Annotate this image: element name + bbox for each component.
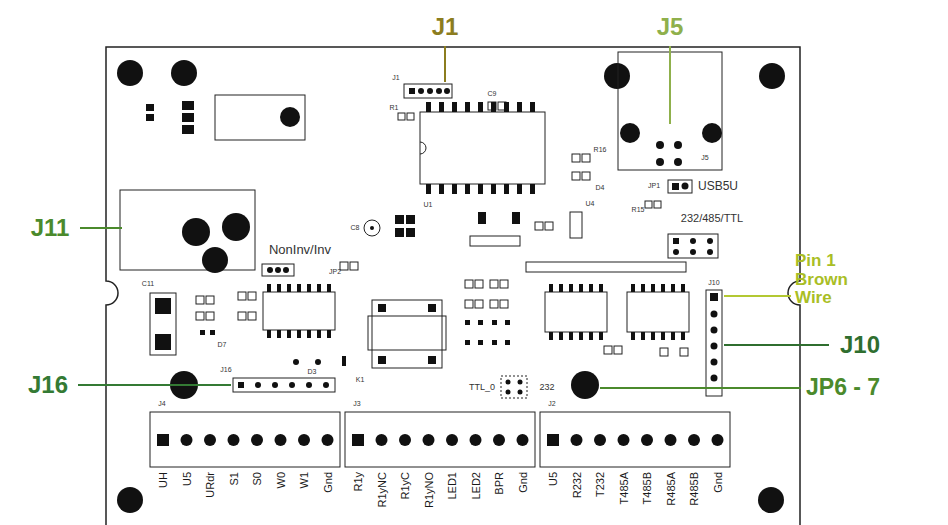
pin-label: URdr bbox=[204, 472, 216, 498]
chip-right bbox=[545, 284, 689, 356]
reference-label: J4 bbox=[158, 400, 165, 408]
reference-label: U1 bbox=[424, 201, 433, 209]
reference-label: R1 bbox=[390, 104, 399, 112]
reference-label: R15 bbox=[632, 206, 645, 214]
reference-label: J10 bbox=[708, 279, 719, 287]
board-outline bbox=[106, 47, 800, 525]
reference-label: JP1 bbox=[648, 182, 660, 190]
reference-label: R16 bbox=[594, 146, 607, 154]
capacitor-c11 bbox=[150, 293, 215, 355]
chip-u1 bbox=[420, 102, 545, 194]
pin-label: T485B bbox=[641, 472, 653, 504]
pin-label: S0 bbox=[251, 472, 263, 485]
reference-label: C8 bbox=[351, 224, 360, 232]
pin-label: R1yNO bbox=[422, 472, 434, 508]
pin-label: R1yC bbox=[399, 472, 411, 500]
reference-label: J2 bbox=[548, 400, 555, 408]
reference-label: J3 bbox=[353, 400, 360, 408]
jumper-jp6-7 bbox=[501, 376, 527, 398]
pin-label: T232 bbox=[594, 472, 606, 497]
reference-label: J16 bbox=[220, 366, 231, 374]
reference-label: D7 bbox=[218, 341, 227, 349]
chip-left bbox=[238, 284, 346, 366]
pin-label: R1y bbox=[352, 472, 364, 492]
reference-label: U4 bbox=[586, 200, 595, 208]
terminal-blocks bbox=[150, 412, 730, 467]
pin-label: R232 bbox=[570, 472, 582, 498]
pin-label: LED1 bbox=[446, 472, 458, 500]
header-j1 bbox=[398, 84, 506, 120]
reference-label: C9 bbox=[488, 90, 497, 98]
silkscreen-label: USB5U bbox=[698, 180, 738, 193]
pin-label: R485B bbox=[688, 472, 700, 506]
silkscreen-label: 232 bbox=[539, 383, 554, 393]
pin-label: UH bbox=[157, 472, 169, 488]
silkscreen-label: NonInv/Inv bbox=[269, 243, 331, 257]
small-components bbox=[262, 212, 686, 345]
callout-label: J16 bbox=[28, 372, 68, 398]
pin-label: T485A bbox=[617, 472, 629, 504]
silkscreen-label: 232/485/TTL bbox=[681, 212, 743, 224]
pin-label: LED2 bbox=[469, 472, 481, 500]
silkscreen-label: TTL_0 bbox=[469, 383, 495, 393]
reference-label: D3 bbox=[308, 368, 317, 376]
callout-label: J11 bbox=[31, 215, 70, 241]
reference-label: D4 bbox=[596, 184, 605, 192]
pin-label: Gnd bbox=[711, 472, 723, 493]
callout-label: JP6 - 7 bbox=[806, 375, 880, 400]
pin-label: R485A bbox=[664, 472, 676, 506]
pin-label: Gnd bbox=[321, 472, 333, 493]
pin-label: R1yNC bbox=[375, 472, 387, 507]
pin-label: W0 bbox=[274, 472, 286, 489]
pin-label: S1 bbox=[227, 472, 239, 485]
callout-label: J5 bbox=[657, 14, 684, 40]
reference-label: J5 bbox=[701, 154, 708, 162]
callout-label: J10 bbox=[840, 332, 880, 358]
header-j10 bbox=[706, 290, 722, 396]
regulator-symbol bbox=[146, 95, 305, 140]
header-j16 bbox=[233, 378, 335, 392]
pin-label: Gnd bbox=[516, 472, 528, 493]
pin-label: U5 bbox=[547, 472, 559, 486]
callout-label: Pin 1 Brown Wire bbox=[795, 252, 885, 308]
mounting-holes bbox=[117, 60, 785, 513]
reference-label: C11 bbox=[142, 280, 154, 288]
reference-label: JP2 bbox=[329, 268, 341, 276]
pin-label: U5 bbox=[180, 472, 192, 486]
reference-label: K1 bbox=[356, 376, 365, 384]
leader-lines bbox=[78, 46, 829, 388]
callout-label: J1 bbox=[432, 14, 459, 40]
relay-k1 bbox=[368, 300, 446, 368]
reference-label: J1 bbox=[392, 74, 399, 82]
pin-label: BPR bbox=[493, 472, 505, 495]
power-jack bbox=[120, 190, 255, 273]
pin-label: W1 bbox=[298, 472, 310, 489]
jumper-headers bbox=[668, 234, 718, 258]
